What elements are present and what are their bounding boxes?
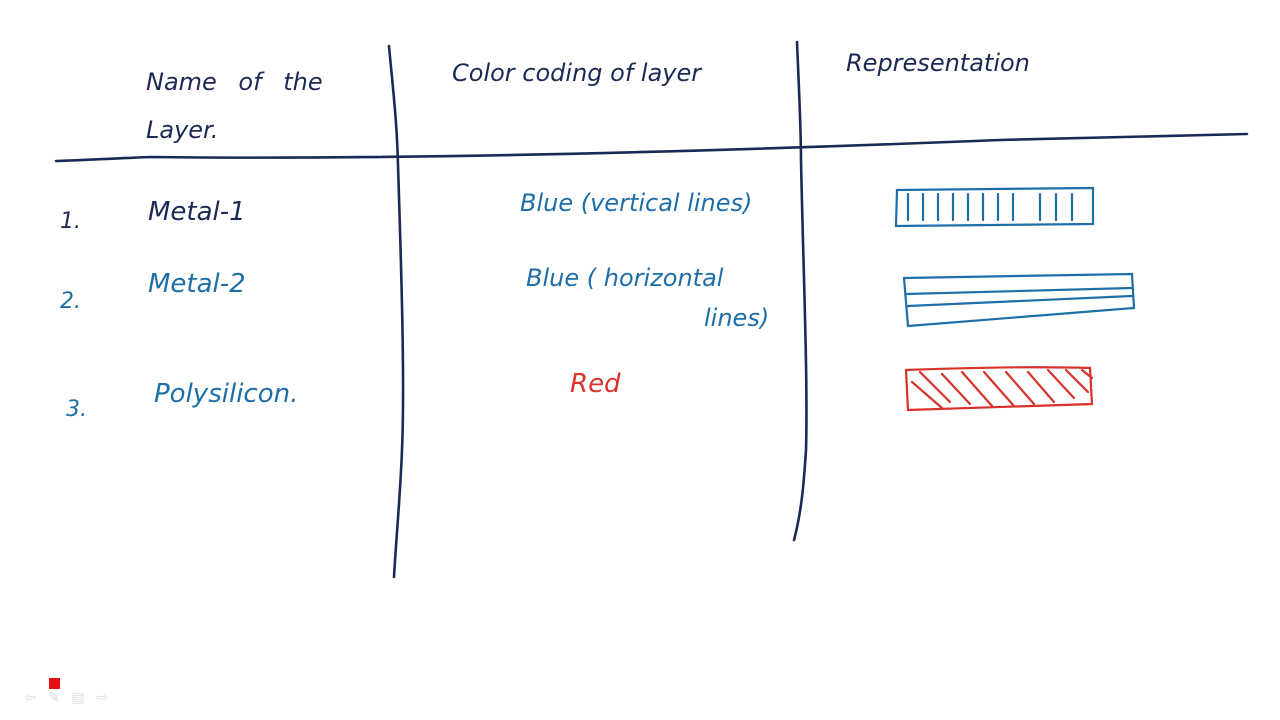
metal-1-representation — [894, 186, 1095, 228]
next-arrow-icon[interactable]: ⇨ — [96, 690, 108, 706]
playback-controls: ⇦ ✎ ▤ ⇨ — [20, 678, 112, 713]
layer-name-metal-2: Metal-2 — [148, 269, 246, 299]
layer-name-metal-1: Metal-1 — [148, 197, 246, 227]
pen-icon[interactable]: ✎ — [44, 678, 64, 708]
header-representation: Representation — [846, 49, 1030, 77]
color-coding-polysilicon: Red — [570, 369, 621, 399]
header-underline — [54, 132, 1249, 163]
menu-icon[interactable]: ▤ — [71, 690, 85, 706]
header-name-of-layer: Name of the Layer. — [146, 68, 323, 144]
layer-name-polysilicon: Polysilicon. — [154, 379, 299, 409]
row-number-2: 2. — [60, 289, 81, 314]
color-coding-metal-2-line1: Blue ( horizontal — [526, 264, 724, 292]
column-divider-1 — [387, 44, 405, 579]
color-coding-metal-1: Blue (vertical lines) — [520, 189, 753, 217]
header-color-coding: Color coding of layer — [452, 59, 702, 87]
metal-2-representation — [902, 272, 1136, 328]
row-number-1: 1. — [60, 209, 81, 234]
column-divider-2 — [792, 40, 808, 542]
polysilicon-representation — [904, 366, 1094, 412]
record-icon — [49, 678, 60, 689]
color-coding-metal-2-line2: lines) — [704, 304, 770, 332]
row-number-3: 3. — [66, 397, 87, 422]
prev-arrow-icon[interactable]: ⇦ — [24, 690, 36, 706]
